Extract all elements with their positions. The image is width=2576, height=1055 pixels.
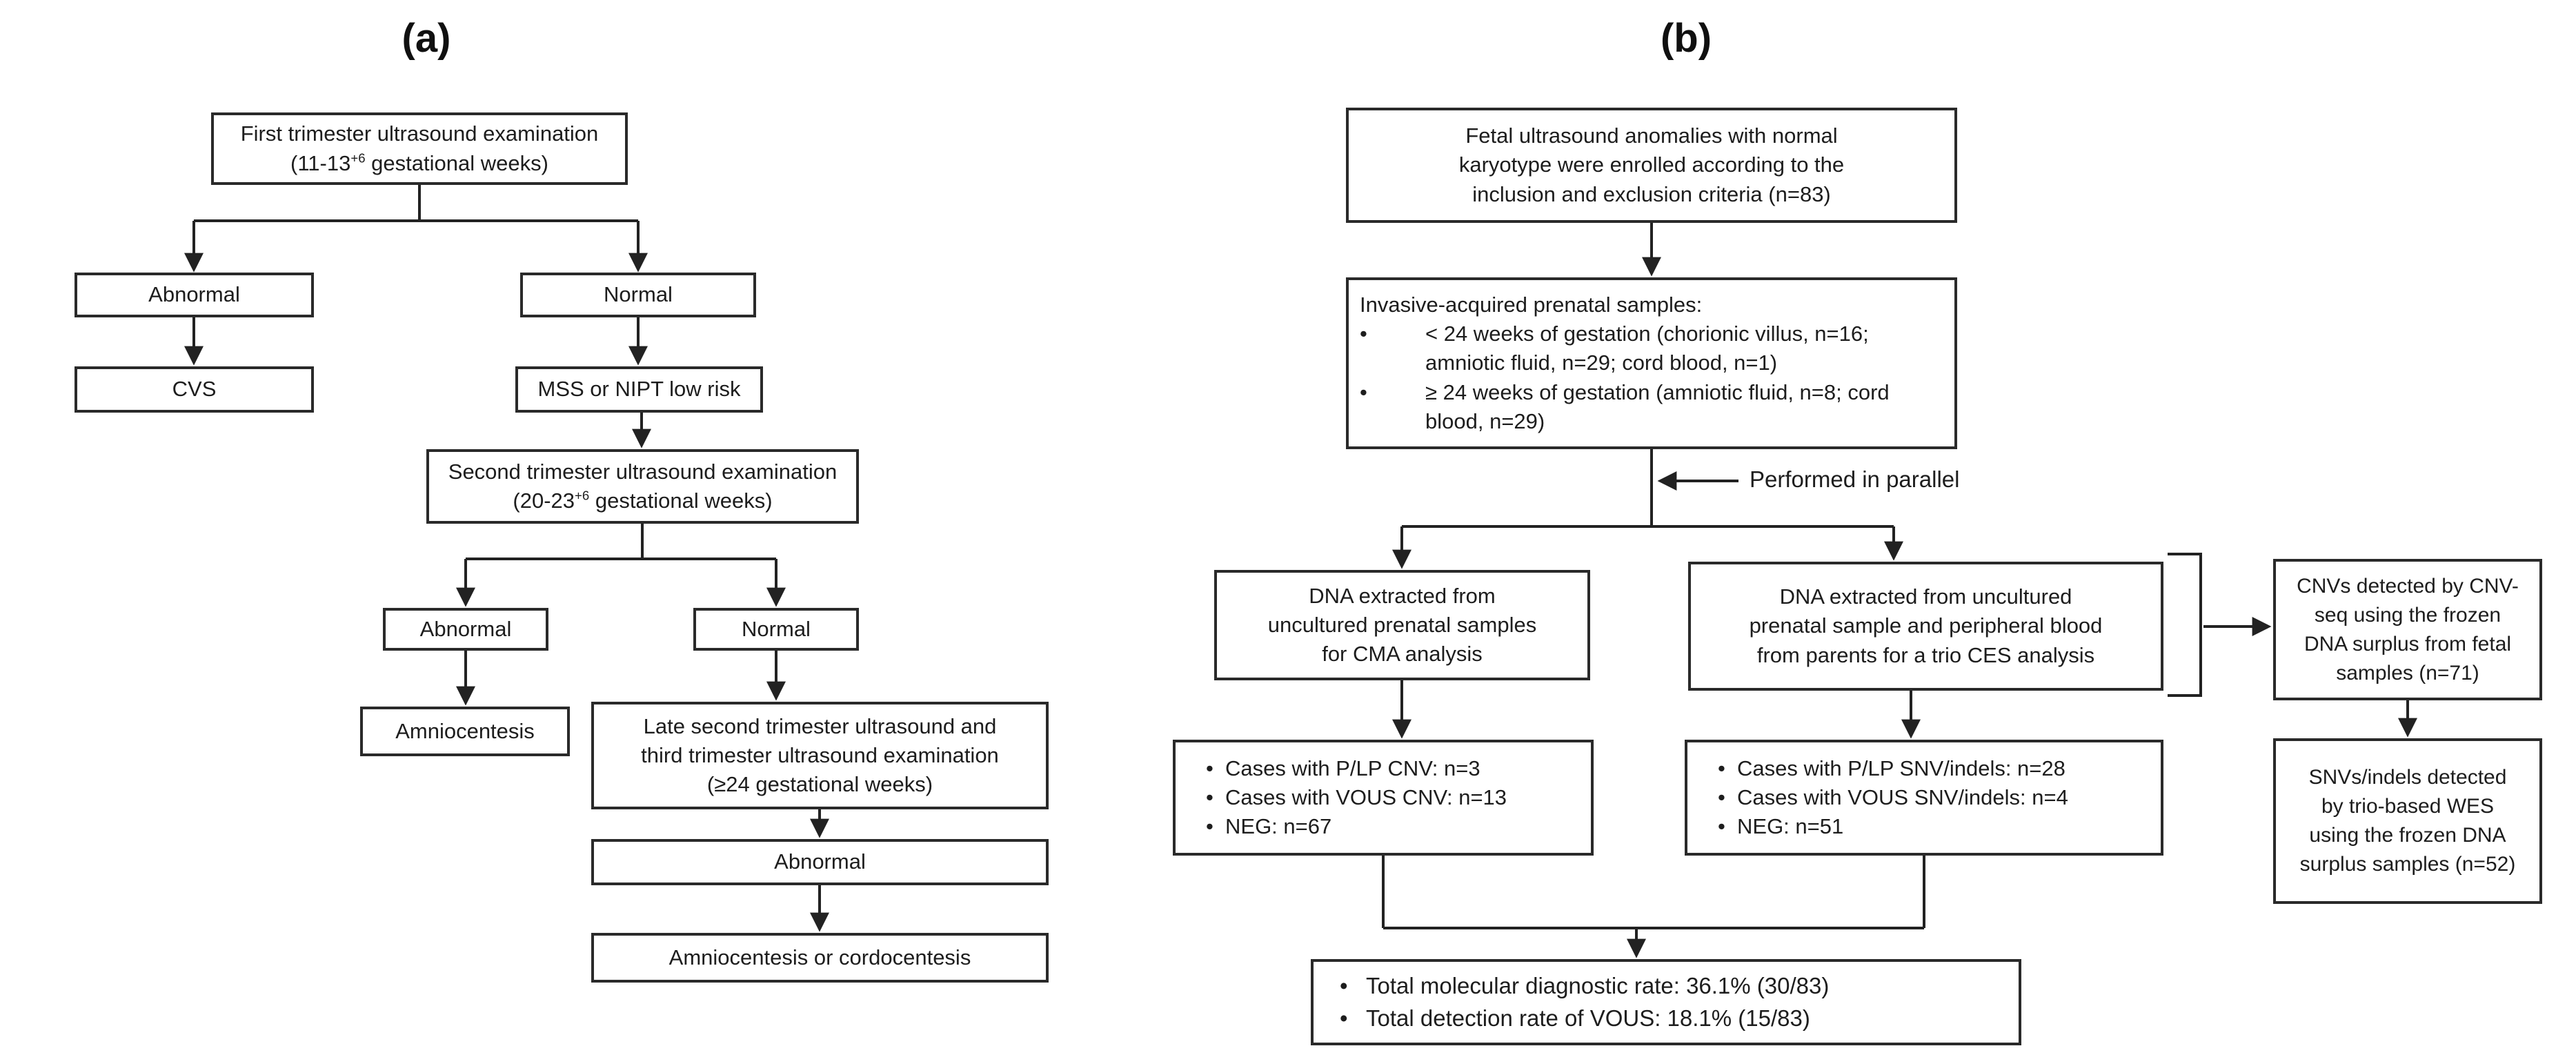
node-normal-2: Normal xyxy=(693,608,859,651)
ces-result-neg: NEG: n=51 xyxy=(1737,814,1844,839)
node-abnormal-2: Abnormal xyxy=(383,608,548,651)
node-late-third-trimester: Late second trimester ultrasound and thi… xyxy=(591,702,1049,809)
bullet-icon: • xyxy=(1206,756,1213,780)
list-item: • Cases with VOUS SNV/indels: n=4 xyxy=(1694,783,2154,812)
node-cma-analysis: DNA extracted from uncultured prenatal s… xyxy=(1214,570,1590,680)
node-amnio-cordocentesis: Amniocentesis or cordocentesis xyxy=(591,933,1049,983)
node-enrollment: Fetal ultrasound anomalies with normal k… xyxy=(1346,108,1957,223)
b-bracket xyxy=(2168,553,2202,697)
invasive-item-lt24: < 24 weeks of gestation (chorionic villu… xyxy=(1425,322,1869,375)
bullet-icon: • xyxy=(1206,785,1213,809)
performed-in-parallel-label: Performed in parallel xyxy=(1750,466,1960,492)
bullet-icon: • xyxy=(1360,322,1367,346)
node-abnormal-3: Abnormal xyxy=(591,839,1049,885)
node-trio-ces-analysis: DNA extracted from uncultured prenatal s… xyxy=(1688,562,2163,691)
cma-line3: for CMA analysis xyxy=(1322,642,1483,667)
ces-line2: prenatal sample and peripheral blood xyxy=(1749,613,2103,638)
invasive-samples-title: Invasive-acquired prenatal samples: xyxy=(1360,293,1703,317)
bullet-icon: • xyxy=(1718,814,1725,839)
node-cma-results: • Cases with P/LP CNV: n=3 • Cases with … xyxy=(1173,740,1594,856)
bullet-icon: • xyxy=(1340,972,1348,998)
ces-line3: from parents for a trio CES analysis xyxy=(1756,642,2095,667)
list-item: • < 24 weeks of gestation (chorionic vil… xyxy=(1360,319,1945,377)
node-first-trimester-line1: First trimester ultrasound examination xyxy=(240,121,599,146)
invasive-item-gte24: ≥ 24 weeks of gestation (amniotic fluid,… xyxy=(1425,379,1890,433)
bullet-icon: • xyxy=(1718,785,1725,809)
wes-line3: using the frozen DNA xyxy=(2309,824,2506,847)
list-item: • Total detection rate of VOUS: 18.1% (1… xyxy=(1320,1003,2012,1035)
node-first-trimester-line2: (11-13+6 gestational weeks) xyxy=(290,150,548,175)
cma-result-plp: Cases with P/LP CNV: n=3 xyxy=(1225,756,1480,780)
enrollment-line1: Fetal ultrasound anomalies with normal xyxy=(1465,124,1838,148)
node-trio-wes: SNVs/indels detected by trio-based WES u… xyxy=(2273,738,2542,904)
node-second-trimester-line1: Second trimester ultrasound examination xyxy=(448,459,838,484)
cma-line1: DNA extracted from xyxy=(1309,583,1496,608)
list-item: • Cases with P/LP CNV: n=3 xyxy=(1182,754,1584,783)
ces-result-vous: Cases with VOUS SNV/indels: n=4 xyxy=(1737,785,2068,809)
bullet-icon: • xyxy=(1206,814,1213,839)
node-ces-results: • Cases with P/LP SNV/indels: n=28 • Cas… xyxy=(1685,740,2163,856)
wes-line2: by trio-based WES xyxy=(2321,795,2495,818)
wes-line1: SNVs/indels detected xyxy=(2308,766,2507,789)
panel-a-label: (a) xyxy=(402,16,451,61)
node-totals: • Total molecular diagnostic rate: 36.1%… xyxy=(1311,959,2021,1045)
gestational-superscript: +6 xyxy=(575,488,590,503)
late-third-line3: (≥24 gestational weeks) xyxy=(706,772,933,797)
list-item: • NEG: n=67 xyxy=(1182,812,1584,841)
enrollment-line3: inclusion and exclusion criteria (n=83) xyxy=(1472,181,1831,206)
node-mss-nipt: MSS or NIPT low risk xyxy=(515,366,763,413)
cnv-seq-line3: DNA surplus from fetal xyxy=(2303,632,2512,655)
node-second-trimester-line2: (20-23+6 gestational weeks) xyxy=(513,488,773,513)
node-second-trimester: Second trimester ultrasound examination … xyxy=(426,449,859,524)
node-normal-1: Normal xyxy=(520,273,756,317)
total-vous-rate: Total detection rate of VOUS: 18.1% (15/… xyxy=(1366,1005,1810,1031)
node-invasive-samples: Invasive-acquired prenatal samples: • < … xyxy=(1346,277,1957,449)
list-item: • ≥ 24 weeks of gestation (amniotic flui… xyxy=(1360,378,1945,436)
ces-line1: DNA extracted from uncultured xyxy=(1779,584,2072,609)
cnv-seq-line4: samples (n=71) xyxy=(2336,661,2479,684)
list-item: • Cases with VOUS CNV: n=13 xyxy=(1182,783,1584,812)
total-diagnostic-rate: Total molecular diagnostic rate: 36.1% (… xyxy=(1366,972,1830,998)
node-abnormal-1: Abnormal xyxy=(75,273,314,317)
bullet-icon: • xyxy=(1360,379,1367,404)
list-item: • Cases with P/LP SNV/indels: n=28 xyxy=(1694,754,2154,783)
list-item: • NEG: n=51 xyxy=(1694,812,2154,841)
node-amniocentesis: Amniocentesis xyxy=(360,707,570,756)
gestational-superscript: +6 xyxy=(350,150,366,166)
cnv-seq-line2: seq using the frozen xyxy=(2314,603,2501,627)
late-third-line2: third trimester ultrasound examination xyxy=(641,742,999,767)
panel-b-label: (b) xyxy=(1660,16,1712,61)
node-cvs: CVS xyxy=(75,366,314,413)
enrollment-line2: karyotype were enrolled according to the xyxy=(1458,152,1845,177)
bullet-icon: • xyxy=(1718,756,1725,780)
wes-line4: surplus samples (n=52) xyxy=(2299,853,2516,876)
node-cnv-seq: CNVs detected by CNV- seq using the froz… xyxy=(2273,559,2542,700)
late-third-line1: Late second trimester ultrasound and xyxy=(643,713,997,738)
node-first-trimester: First trimester ultrasound examination (… xyxy=(211,112,628,185)
cma-line2: uncultured prenatal samples xyxy=(1267,612,1537,637)
bullet-icon: • xyxy=(1340,1005,1348,1031)
cma-result-neg: NEG: n=67 xyxy=(1225,814,1332,839)
list-item: • Total molecular diagnostic rate: 36.1%… xyxy=(1320,970,2012,1003)
cnv-seq-line1: CNVs detected by CNV- xyxy=(2297,574,2519,598)
cma-result-vous: Cases with VOUS CNV: n=13 xyxy=(1225,785,1507,809)
ces-result-plp: Cases with P/LP SNV/indels: n=28 xyxy=(1737,756,2065,780)
